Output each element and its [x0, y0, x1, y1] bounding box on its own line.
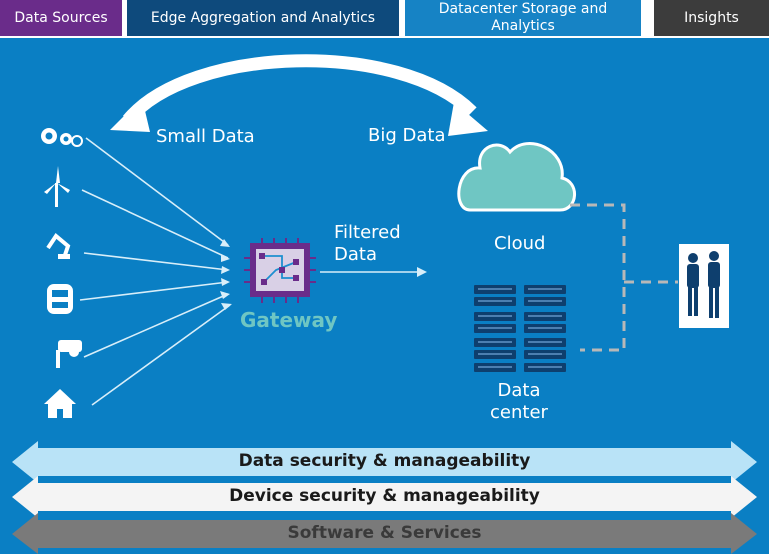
home-icon — [44, 389, 76, 418]
filtered-data-arrow — [320, 267, 427, 277]
top-bar: Data Sources Edge Aggregation and Analyt… — [0, 0, 769, 38]
car-icon — [47, 284, 73, 314]
gateway-chip-icon — [244, 238, 316, 303]
device-security-label: Device security & manageability — [229, 486, 540, 506]
band-device-security — [12, 476, 757, 518]
gears-icon — [41, 128, 83, 147]
filtered-data-line-2: Data — [334, 244, 377, 265]
tab-data-sources[interactable]: Data Sources — [0, 0, 122, 36]
gateway-label: Gateway — [240, 308, 338, 332]
software-services-label: Software & Services — [287, 523, 482, 543]
curved-arrow-icon — [110, 54, 488, 136]
band-data-security — [12, 441, 757, 483]
robot-arm-icon — [46, 233, 71, 259]
data-security-label: Data security & manageability — [238, 451, 531, 471]
data-center-line-2: center — [490, 402, 548, 423]
tab-insights[interactable]: Insights — [654, 0, 769, 36]
cloud-label: Cloud — [494, 233, 546, 254]
wind-turbine-icon — [44, 166, 70, 207]
small-data-label: Small Data — [156, 126, 255, 147]
dashed-connectors — [570, 203, 678, 352]
data-center-label: Data center — [488, 380, 550, 424]
security-camera-icon — [56, 340, 82, 368]
big-data-label: Big Data — [368, 125, 446, 146]
cloud-icon — [457, 142, 576, 212]
business-people-icon — [679, 244, 729, 328]
band-software-services — [12, 513, 757, 554]
tab-edge-aggregation[interactable]: Edge Aggregation and Analytics — [127, 0, 399, 36]
data-center-line-1: Data — [497, 380, 541, 401]
filtered-data-line-1: Filtered — [334, 222, 401, 243]
filtered-data-label: Filtered Data — [334, 222, 401, 266]
tab-datacenter-storage[interactable]: Datacenter Storage and Analytics — [405, 0, 641, 36]
source-arrows — [79, 137, 231, 406]
